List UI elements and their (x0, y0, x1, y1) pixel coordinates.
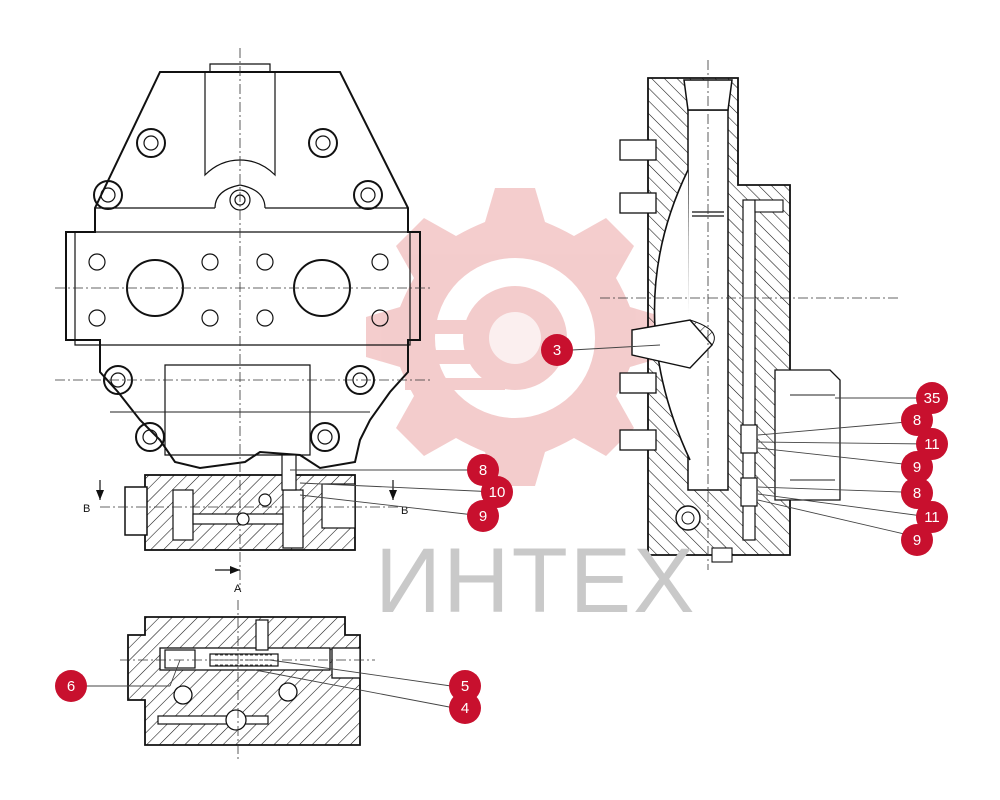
svg-text:8: 8 (479, 462, 487, 479)
callout-4: 4 (449, 692, 481, 724)
callout-6: 6 (55, 670, 87, 702)
watermark-gear-logo (366, 188, 664, 486)
section-label-a: A (234, 583, 242, 595)
callout-8-right-lower: 8 (901, 477, 933, 509)
front-view-drawing: B B A (55, 48, 430, 595)
svg-text:35: 35 (924, 390, 941, 407)
section-label-b-left: B (83, 503, 90, 515)
watermark-text: ИНТЕХ (375, 530, 697, 632)
callout-9-front: 9 (467, 500, 499, 532)
callout-3: 3 (541, 334, 573, 366)
side-section-view (600, 60, 900, 570)
callout-11-right-upper: 11 (916, 428, 948, 460)
callout-5: 5 (449, 670, 481, 702)
leader-lines (71, 344, 931, 711)
svg-text:5: 5 (461, 678, 469, 695)
svg-text:3: 3 (553, 342, 561, 359)
section-label-b-right: B (401, 505, 408, 517)
svg-text:6: 6 (67, 678, 75, 695)
bottom-section-view (120, 600, 375, 760)
svg-text:4: 4 (461, 700, 469, 717)
svg-text:8: 8 (913, 412, 921, 429)
callout-9-right-lower: 9 (901, 524, 933, 556)
callout-10-front: 10 (481, 476, 513, 508)
callout-11-right-lower: 11 (916, 501, 948, 533)
callout-8-right-upper: 8 (901, 404, 933, 436)
svg-text:9: 9 (913, 532, 921, 549)
svg-text:11: 11 (924, 436, 940, 453)
svg-text:9: 9 (479, 508, 487, 525)
svg-text:11: 11 (924, 509, 940, 526)
svg-text:8: 8 (913, 485, 921, 502)
callout-9-right-upper: 9 (901, 451, 933, 483)
svg-text:9: 9 (913, 459, 921, 476)
svg-text:10: 10 (489, 484, 506, 501)
